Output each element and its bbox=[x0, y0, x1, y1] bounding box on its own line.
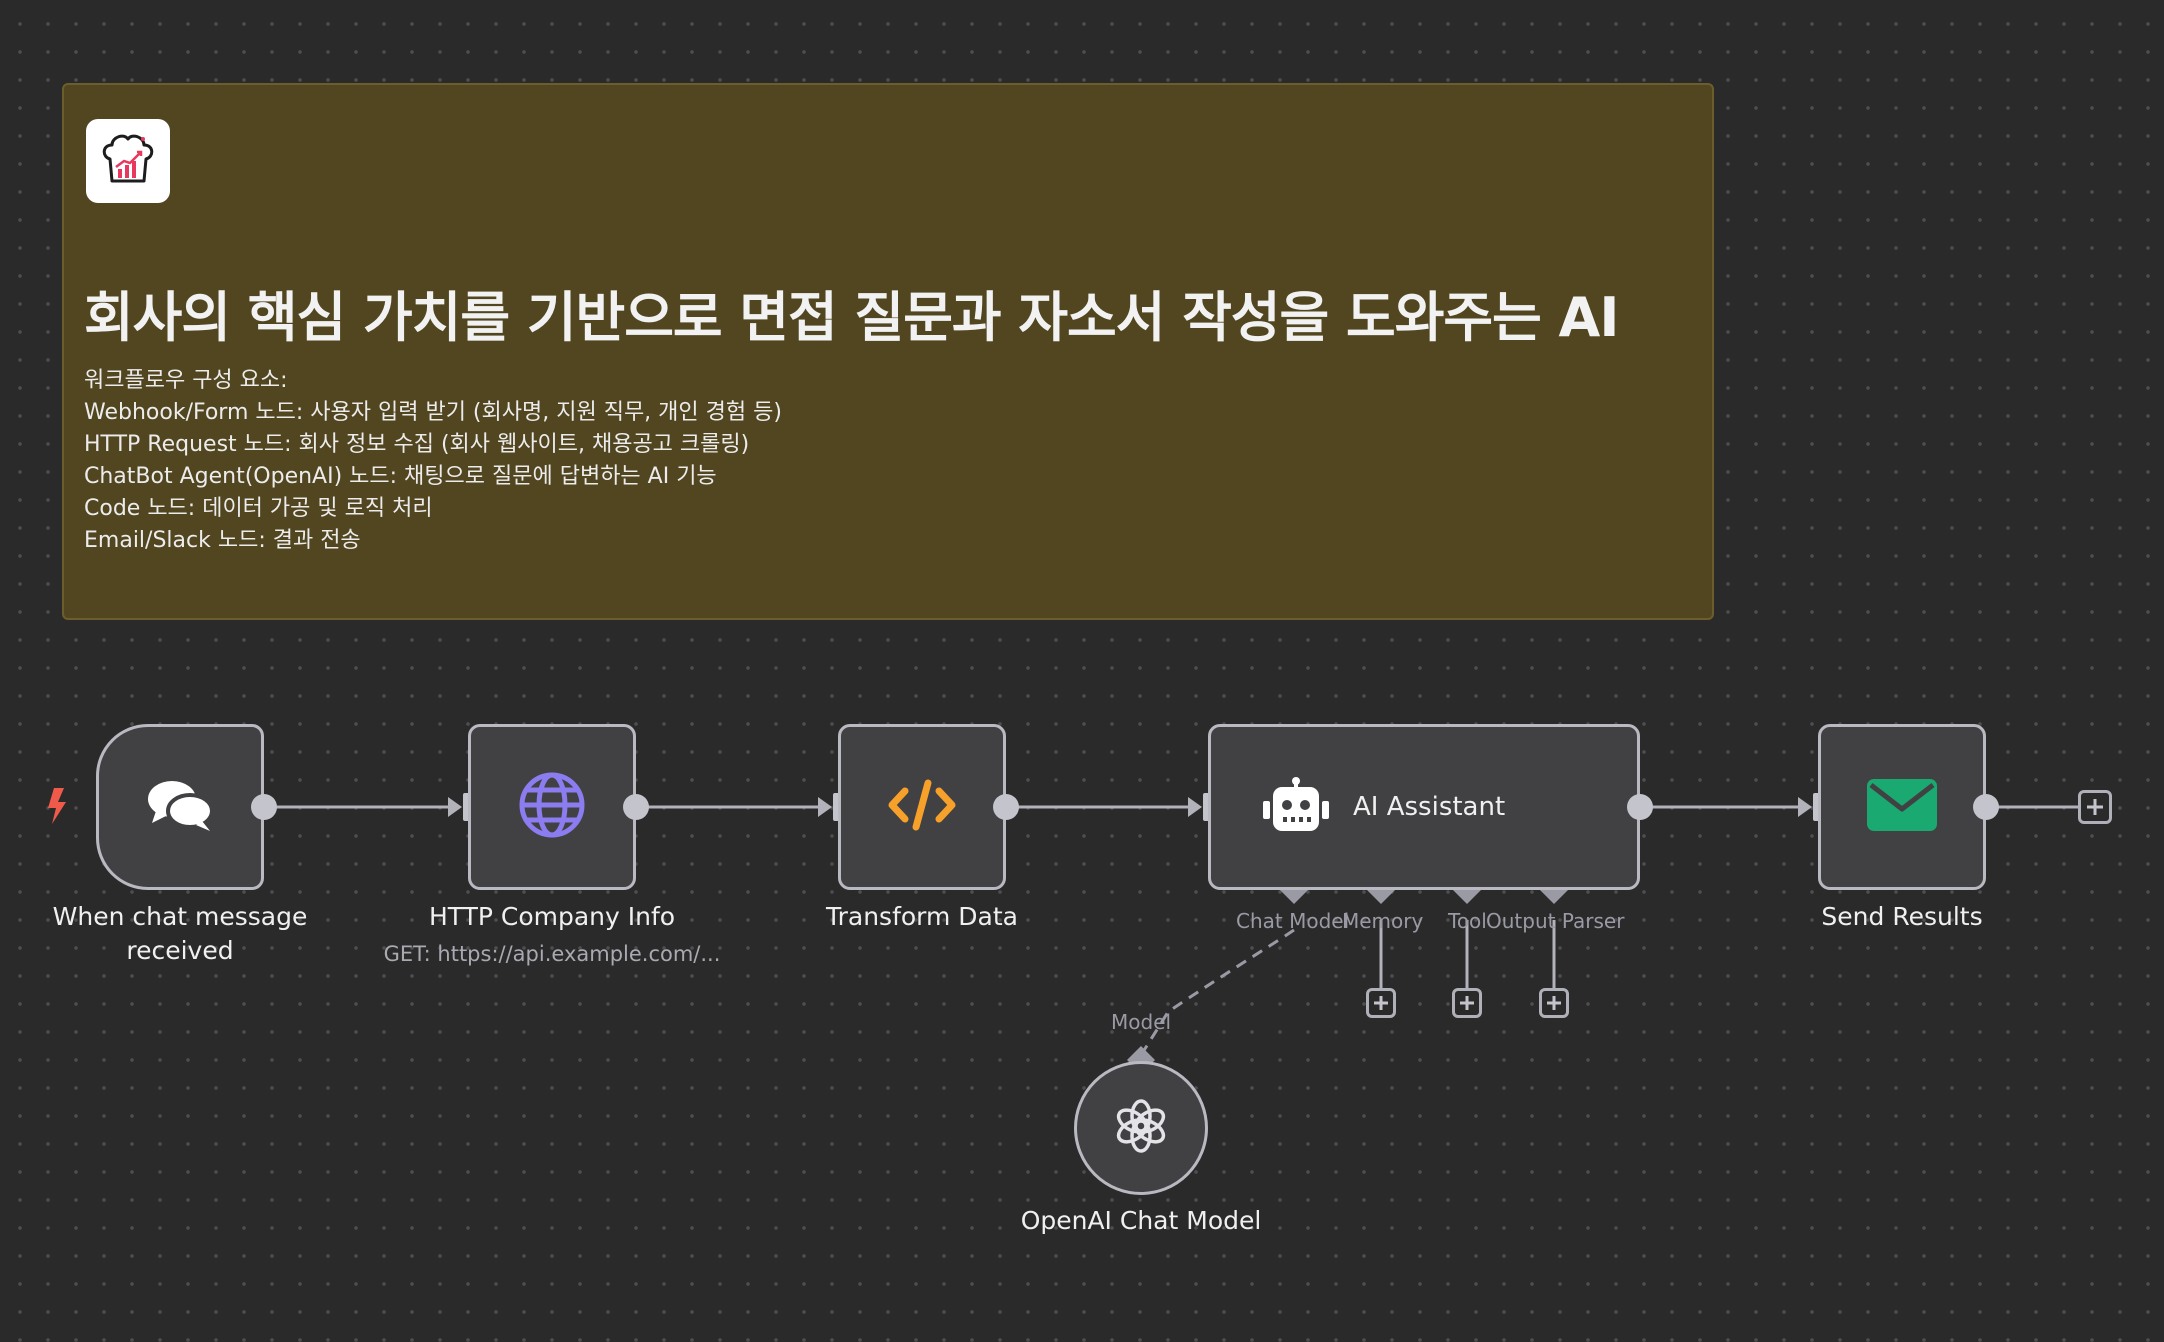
plus-icon bbox=[1374, 996, 1388, 1010]
output-port[interactable] bbox=[623, 794, 649, 820]
plus-icon bbox=[1460, 996, 1474, 1010]
plus-icon bbox=[1547, 996, 1561, 1010]
node-transform-data[interactable] bbox=[838, 724, 1006, 890]
openai-icon bbox=[1113, 1098, 1169, 1158]
sticky-line: Email/Slack 노드: 결과 전송 bbox=[84, 528, 361, 553]
globe-icon bbox=[517, 770, 587, 844]
node-label-openai: OpenAI Chat Model bbox=[1020, 1206, 1262, 1235]
sticky-line: ChatBot Agent(OpenAI) 노드: 채팅으로 질문에 답변하는 … bbox=[84, 464, 717, 489]
envelope-icon bbox=[1867, 779, 1937, 835]
sticky-body: 워크플로우 구성 요소: Webhook/Form 노드: 사용자 입력 받기 … bbox=[84, 365, 782, 557]
node-ai-assistant[interactable]: AI Assistant bbox=[1208, 724, 1640, 890]
robot-icon bbox=[1261, 777, 1331, 837]
node-openai-chat-model[interactable] bbox=[1074, 1061, 1208, 1195]
node-subtitle-http: GET: https://api.example.com/... bbox=[383, 942, 721, 966]
sticky-title: 회사의 핵심 가치를 기반으로 면접 질문과 자소서 작성을 도와주는 AI bbox=[84, 286, 1619, 349]
node-title-ai-assistant: AI Assistant bbox=[1353, 792, 1506, 822]
input-label-tool: Tool bbox=[1448, 909, 1487, 933]
node-http-company-info[interactable] bbox=[468, 724, 636, 890]
node-label-chat-trigger: When chat message received bbox=[52, 902, 308, 965]
output-port[interactable] bbox=[1973, 794, 1999, 820]
add-output-parser-button[interactable] bbox=[1539, 988, 1569, 1018]
sticky-line: Code 노드: 데이터 가공 및 로직 처리 bbox=[84, 496, 433, 521]
node-label-transform: Transform Data bbox=[826, 902, 1018, 931]
node-label-http: HTTP Company Info bbox=[428, 902, 676, 931]
add-node-button[interactable] bbox=[2078, 790, 2112, 824]
input-label-output-parser: Output Parser bbox=[1486, 909, 1625, 933]
sticky-line: 워크플로우 구성 요소: bbox=[84, 368, 288, 393]
output-port[interactable] bbox=[993, 794, 1019, 820]
sticky-line: HTTP Request 노드: 회사 정보 수집 (회사 웹사이트, 채용공고… bbox=[84, 432, 750, 457]
node-label-send-results: Send Results bbox=[1821, 902, 1983, 931]
connection-label-model: Model bbox=[1111, 1010, 1172, 1034]
sticky-note[interactable]: 회사의 핵심 가치를 기반으로 면접 질문과 자소서 작성을 도와주는 AI 워… bbox=[62, 83, 1714, 620]
output-port[interactable] bbox=[1627, 794, 1653, 820]
output-port[interactable] bbox=[251, 794, 277, 820]
connection-model-agent bbox=[1141, 928, 1295, 1053]
input-label-chat-model: Chat Model bbox=[1236, 909, 1350, 933]
node-send-results[interactable] bbox=[1818, 724, 1986, 890]
code-icon bbox=[887, 777, 957, 837]
trigger-bolt-icon bbox=[44, 786, 70, 830]
add-memory-button[interactable] bbox=[1366, 988, 1396, 1018]
input-label-memory: Memory bbox=[1342, 909, 1424, 933]
sticky-line: Webhook/Form 노드: 사용자 입력 받기 (회사명, 지원 직무, … bbox=[84, 400, 782, 425]
chat-bubbles-icon bbox=[144, 775, 216, 839]
node-chat-trigger[interactable] bbox=[96, 724, 264, 890]
add-tool-button[interactable] bbox=[1452, 988, 1482, 1018]
bakery-chart-logo-icon bbox=[86, 119, 170, 203]
plus-icon bbox=[2087, 799, 2103, 815]
